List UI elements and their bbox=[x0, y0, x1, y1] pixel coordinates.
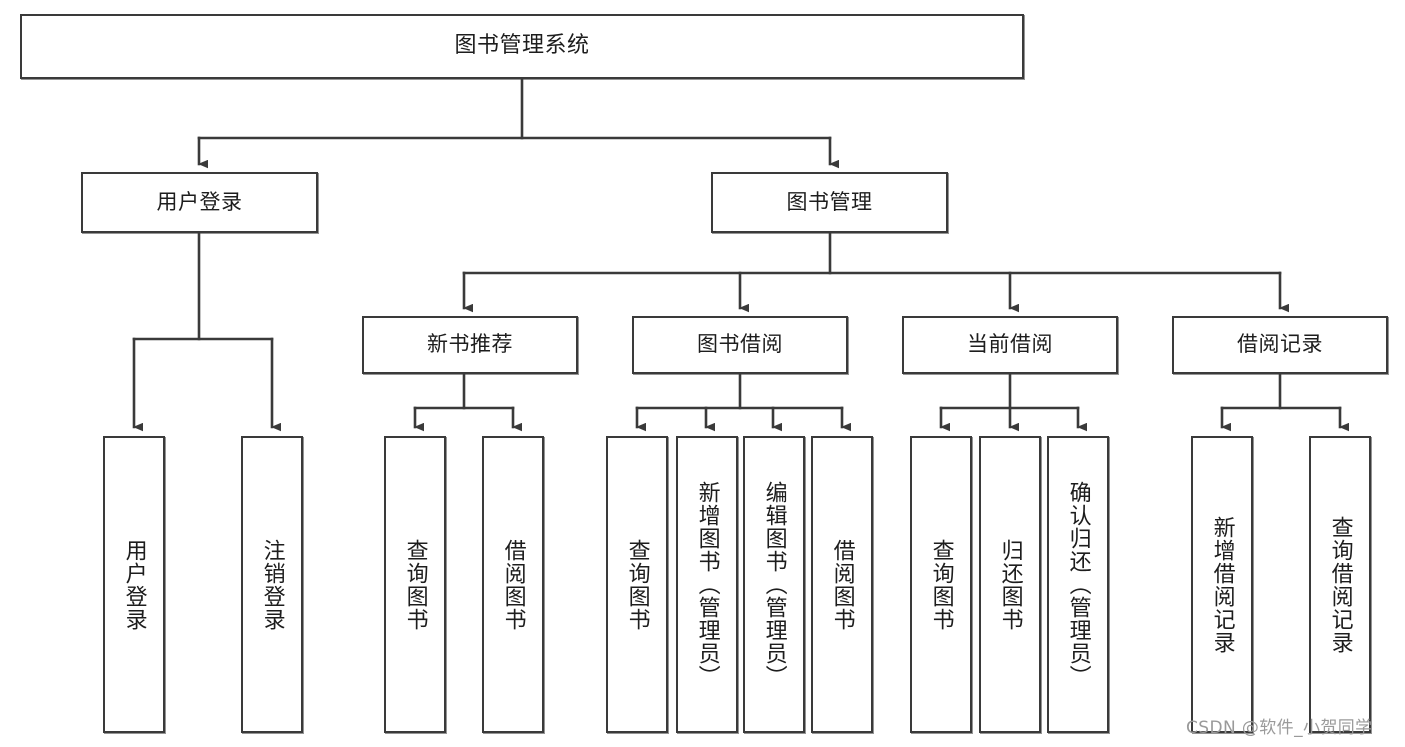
node-leaf-new-book-rec-0[interactable]: 查询图书 bbox=[384, 436, 446, 733]
node-user-login-label: 用户登录 bbox=[156, 189, 243, 214]
node-book-borrowing[interactable]: 图书借阅 bbox=[632, 316, 848, 374]
node-current-borrowing[interactable]: 当前借阅 bbox=[902, 316, 1118, 374]
node-leaf-label: 借阅图书 bbox=[829, 538, 855, 631]
node-leaf-label: 新增图书（管理员） bbox=[694, 481, 720, 688]
node-leaf-book-borrow-1[interactable]: 新增图书（管理员） bbox=[676, 436, 738, 733]
node-leaf-label: 注销登录 bbox=[259, 538, 285, 631]
node-leaf-borrow-record-1[interactable]: 查询借阅记录 bbox=[1309, 436, 1371, 733]
node-root-book-management-system[interactable]: 图书管理系统 bbox=[20, 14, 1024, 79]
node-borrowing-record-label: 借阅记录 bbox=[1237, 332, 1323, 357]
node-leaf-book-borrow-0[interactable]: 查询图书 bbox=[606, 436, 668, 733]
node-leaf-label: 查询借阅记录 bbox=[1327, 515, 1353, 654]
node-leaf-book-borrow-2[interactable]: 编辑图书（管理员） bbox=[743, 436, 805, 733]
node-leaf-label: 借阅图书 bbox=[500, 538, 526, 631]
node-new-book-recommendation-label: 新书推荐 bbox=[427, 332, 513, 357]
node-leaf-new-book-rec-1[interactable]: 借阅图书 bbox=[482, 436, 544, 733]
node-user-login[interactable]: 用户登录 bbox=[81, 172, 318, 233]
node-leaf-book-borrow-3[interactable]: 借阅图书 bbox=[811, 436, 873, 733]
node-leaf-label: 查询图书 bbox=[402, 538, 428, 631]
csdn-watermark: CSDN @软件_小贺同学 bbox=[1186, 718, 1373, 738]
node-leaf-label: 用户登录 bbox=[121, 538, 147, 631]
node-leaf-current-borrow-0[interactable]: 查询图书 bbox=[910, 436, 972, 733]
node-new-book-recommendation[interactable]: 新书推荐 bbox=[362, 316, 578, 374]
node-leaf-user-login-1[interactable]: 注销登录 bbox=[241, 436, 303, 733]
node-leaf-label: 编辑图书（管理员） bbox=[761, 481, 787, 688]
node-book-management-label: 图书管理 bbox=[786, 189, 873, 214]
node-leaf-label: 查询图书 bbox=[624, 538, 650, 631]
node-root-label: 图书管理系统 bbox=[454, 33, 590, 59]
node-current-borrowing-label: 当前借阅 bbox=[967, 332, 1053, 357]
node-leaf-label: 查询图书 bbox=[928, 538, 954, 631]
node-leaf-label: 新增借阅记录 bbox=[1209, 515, 1235, 654]
node-leaf-label: 确认归还（管理员） bbox=[1065, 481, 1091, 688]
node-leaf-current-borrow-2[interactable]: 确认归还（管理员） bbox=[1047, 436, 1109, 733]
node-book-borrowing-label: 图书借阅 bbox=[697, 332, 783, 357]
node-leaf-user-login-0[interactable]: 用户登录 bbox=[103, 436, 165, 733]
node-book-management[interactable]: 图书管理 bbox=[711, 172, 948, 233]
node-leaf-current-borrow-1[interactable]: 归还图书 bbox=[979, 436, 1041, 733]
node-borrowing-record[interactable]: 借阅记录 bbox=[1172, 316, 1388, 374]
node-leaf-label: 归还图书 bbox=[997, 538, 1023, 631]
node-leaf-borrow-record-0[interactable]: 新增借阅记录 bbox=[1191, 436, 1253, 733]
